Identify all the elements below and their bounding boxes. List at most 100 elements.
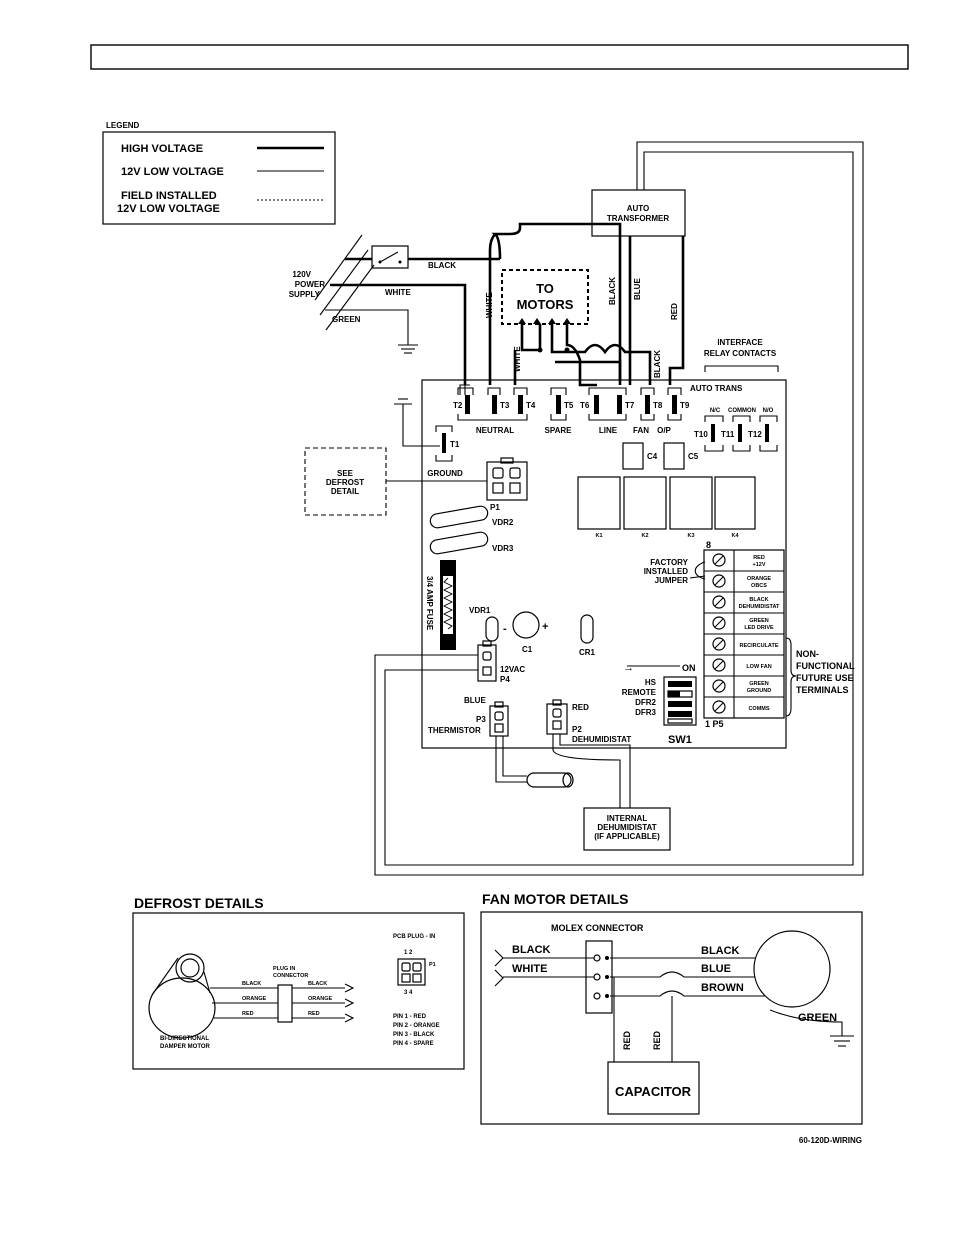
sw1-dfr2: DFR2 xyxy=(635,698,656,707)
p5-terminal-strip: RED +12V ORANGE OBCS BLACK DEHUMIDISTAT … xyxy=(703,549,785,719)
fan-motor-details: FAN MOTOR DETAILS MOLEX CONNECTOR BLACK … xyxy=(480,891,863,1125)
terminal-t6: T6 xyxy=(580,401,590,410)
factory-line3: JUMPER xyxy=(655,576,689,585)
vdr1-label: VDR1 xyxy=(469,606,491,615)
sw1-label: SW1 xyxy=(668,734,692,746)
terminal-t7: T7 xyxy=(625,401,635,410)
wire-white-down xyxy=(488,233,497,385)
defrost-title: DEFROST DETAILS xyxy=(134,895,264,911)
cap-c5-label: C5 xyxy=(688,452,699,461)
defrost-orange-r: ORANGE xyxy=(308,996,332,1002)
transformer-inner-loop xyxy=(384,151,854,866)
group-fan: FAN xyxy=(633,426,649,435)
terminal-t8: T8 xyxy=(653,401,663,410)
see-defrost-3: DETAIL xyxy=(331,487,359,496)
defrost-red-l: RED xyxy=(242,1011,254,1017)
p5-red: RED xyxy=(753,555,765,561)
auto-transformer-line2: TRANSFORMER xyxy=(607,214,669,223)
svg-text:+: + xyxy=(542,621,548,633)
p5-ground: GROUND xyxy=(747,688,771,694)
factory-jumper xyxy=(694,561,706,580)
cap-c4-label: C4 xyxy=(647,452,658,461)
diode-cr1 xyxy=(580,614,594,644)
power-slash-3 xyxy=(325,264,375,331)
p5-green: GREEN xyxy=(749,618,769,624)
legend: LEGEND HIGH VOLTAGE 12V LOW VOLTAGE FIEL… xyxy=(102,121,336,225)
fan-green: GREEN xyxy=(798,1012,837,1024)
power-power: POWER xyxy=(295,280,325,289)
varistor-vdr2 xyxy=(429,505,489,529)
terminal-t2: T2 xyxy=(453,401,463,410)
capacitor-box xyxy=(607,1061,700,1115)
fan-blue-right: BLUE xyxy=(701,963,731,975)
chassis-ground-icon xyxy=(394,398,412,405)
fan-brown-out xyxy=(610,990,770,997)
power-supply: 120V POWER SUPPLY BLACK WHITE GREEN xyxy=(289,234,500,385)
p4-12vac: 12VAC xyxy=(500,665,525,674)
legend-high-voltage: HIGH VOLTAGE xyxy=(121,143,203,155)
relay-k3-label: K3 xyxy=(687,533,694,539)
auto-transformer-line1: AUTO xyxy=(627,204,650,213)
molex-label: MOLEX CONNECTOR xyxy=(551,923,644,933)
p2-red: RED xyxy=(572,703,589,712)
relay-k2-label: K2 xyxy=(641,533,648,539)
plug-in-1: PLUG IN xyxy=(273,966,295,972)
plug-p3 xyxy=(489,705,509,737)
nonfunctional-4: TERMINALS xyxy=(796,685,849,695)
internal-dehumidistat-2: DEHUMIDISTAT xyxy=(597,823,656,832)
relay-k2 xyxy=(623,476,667,530)
internal-dehumidistat-3: (IF APPLICABLE) xyxy=(594,832,660,841)
interface-bracket xyxy=(704,365,779,372)
earth-ground-icon xyxy=(398,344,418,354)
fan-black-right: BLACK xyxy=(701,945,740,957)
power-green-label: GREEN xyxy=(332,315,361,324)
fan-motor-box xyxy=(480,911,863,1125)
to-motors-box xyxy=(501,269,589,325)
group-spare: SPARE xyxy=(545,426,573,435)
terminal-t9: T9 xyxy=(680,401,690,410)
damper-motor-1: BI-DIRECTIONAL xyxy=(160,1036,209,1042)
nonfunctional-3: FUTURE USE xyxy=(796,673,854,683)
sw1-on: ON xyxy=(682,663,696,673)
power-green-wire xyxy=(325,309,409,345)
pin-top: 1 2 xyxy=(404,950,413,956)
plug-in-connector xyxy=(277,984,293,1023)
nonfunctional-2: FUNCTIONAL xyxy=(796,661,855,671)
see-defrost-2: DEFROST xyxy=(326,478,364,487)
p5-12v: +12V xyxy=(753,562,766,568)
defrost-black-r: BLACK xyxy=(308,981,327,987)
legend-field-installed: FIELD INSTALLED xyxy=(121,190,217,202)
pin-4: PIN 4 - SPARE xyxy=(393,1041,434,1047)
power-white-wire xyxy=(330,283,467,385)
control-board: AUTO TRANS T2 T3 T4 T5 T6 T7 T8 xyxy=(394,379,855,749)
wire-label-red: RED xyxy=(670,303,679,320)
terminal-t1: T1 xyxy=(450,440,460,449)
wire-transformer-red xyxy=(668,236,685,385)
p2-dehumidistat: DEHUMIDISTAT xyxy=(572,735,631,744)
group-neutral: NEUTRAL xyxy=(476,426,514,435)
thermistor-probe xyxy=(526,772,572,788)
interface-line2: RELAY CONTACTS xyxy=(704,349,777,358)
p5-low-fan: LOW FAN xyxy=(746,664,771,670)
relay-k1-label: K1 xyxy=(595,533,602,539)
interface-line1: INTERFACE xyxy=(717,338,763,347)
defrost-orange-l: ORANGE xyxy=(242,996,266,1002)
plug-p1-label: P1 xyxy=(490,503,500,512)
pcb-p1-label: P1 xyxy=(429,962,436,968)
nonfunctional-1: NON- xyxy=(796,649,819,659)
power-black-label: BLACK xyxy=(428,261,456,270)
p4-label: P4 xyxy=(500,675,510,684)
relay-k1 xyxy=(577,476,621,530)
plug-p2 xyxy=(546,703,568,735)
fan-blue-out xyxy=(610,971,770,978)
pin-bottom: 3 4 xyxy=(404,990,413,996)
auto-trans-label: AUTO TRANS xyxy=(690,384,743,393)
pin-3: PIN 3 - BLACK xyxy=(393,1032,435,1038)
auto-transformer: AUTO TRANSFORMER xyxy=(374,141,864,876)
power-slash-2 xyxy=(319,249,369,316)
motor-wire-5 xyxy=(555,360,622,385)
vdr3-label: VDR3 xyxy=(492,544,514,553)
see-defrost-1: SEE xyxy=(337,469,354,478)
p5-green-2: GREEN xyxy=(749,681,769,687)
vdr2-label: VDR2 xyxy=(492,518,514,527)
